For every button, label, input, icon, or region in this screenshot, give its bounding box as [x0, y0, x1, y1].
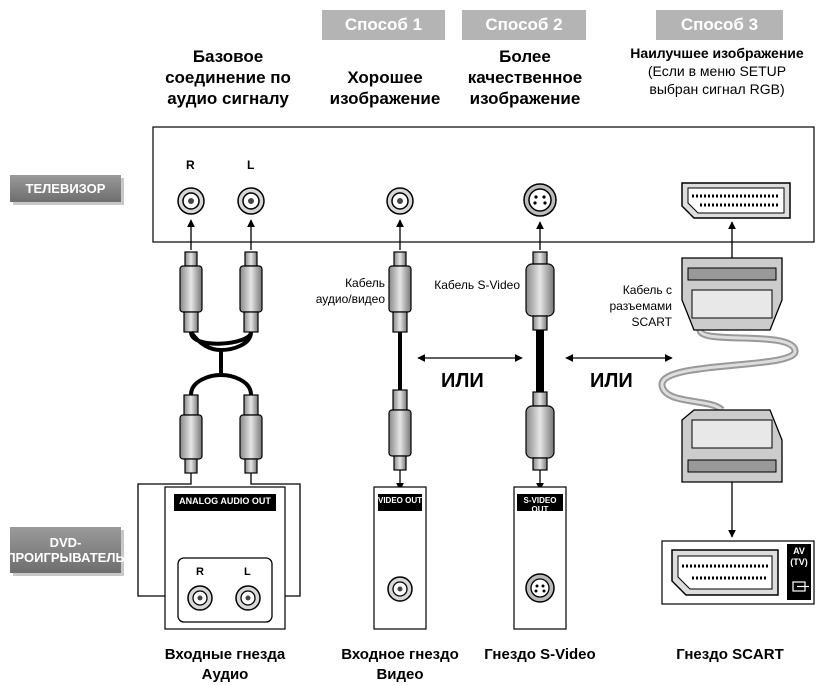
method-1-tag: Способ 1 [322, 10, 445, 40]
tv-jack-r-label: R [186, 158, 195, 172]
tv-scart-jack [681, 182, 791, 219]
method-3-tag: Способ 3 [656, 10, 783, 40]
tv-svideo-jack [523, 183, 557, 217]
dvd-audio-panel [164, 486, 286, 630]
svideo-cable [525, 251, 555, 471]
dvd-player-label: DVD- ПРОИГРЫВАТЕЛЬ [6, 527, 125, 573]
svideo-cable-label: Кабель S-Video [434, 278, 520, 292]
tv-audio-l-jack [237, 187, 265, 215]
video-cable [388, 251, 412, 471]
scart-jack-label: Гнездо SCART [676, 646, 784, 663]
av-tv-label: AV (TV) [790, 546, 808, 567]
dvd-jack-r-label: R [196, 566, 204, 578]
video-input-label: Входное гнездо Видео [341, 646, 459, 683]
tv-jack-l-label: L [247, 158, 255, 172]
svideo-out-label: S-VIDEO OUT [523, 496, 557, 514]
video-out-label: VIDEO OUT [378, 496, 423, 505]
tv-label: ТЕЛЕВИЗОР [10, 175, 121, 202]
dvd-svideo-panel [513, 486, 567, 630]
basic-audio-heading: Базовое соединение по аудио сигналу [165, 47, 291, 108]
audio-inputs-label: Входные гнезда Аудио [164, 646, 286, 683]
best-picture-heading: Наилучшее изображение (Если в меню SETUP… [612, 44, 818, 98]
audio-cable-bottom-plugs [179, 394, 263, 474]
scart-cable [658, 257, 799, 483]
svideo-jack-label: Гнездо S-Video [484, 646, 596, 663]
audio-cable-top-plugs [179, 251, 263, 333]
dvd-scart-panel [661, 540, 815, 605]
best-picture-note: (Если в меню SETUP выбран сигнал RGB) [647, 63, 787, 97]
good-picture-heading: Хорошее изображение [329, 68, 441, 108]
method-2-tag: Способ 2 [462, 10, 586, 40]
tv-video-jack [386, 187, 414, 215]
or-label-1: ИЛИ [441, 370, 484, 392]
dvd-jack-l-label: L [244, 566, 251, 578]
tv-audio-r-jack [177, 187, 205, 215]
or-label-2: ИЛИ [590, 370, 633, 392]
dvd-video-panel [373, 486, 427, 630]
av-cable-label: Кабель аудио/видео [315, 276, 385, 306]
scart-cable-label: Кабель с разъемами SCART [609, 283, 672, 329]
best-picture-title: Наилучшее изображение [630, 45, 804, 61]
better-picture-heading: Более качественное изображение [467, 47, 583, 108]
analog-audio-out-label: ANALOG AUDIO OUT [179, 496, 271, 506]
